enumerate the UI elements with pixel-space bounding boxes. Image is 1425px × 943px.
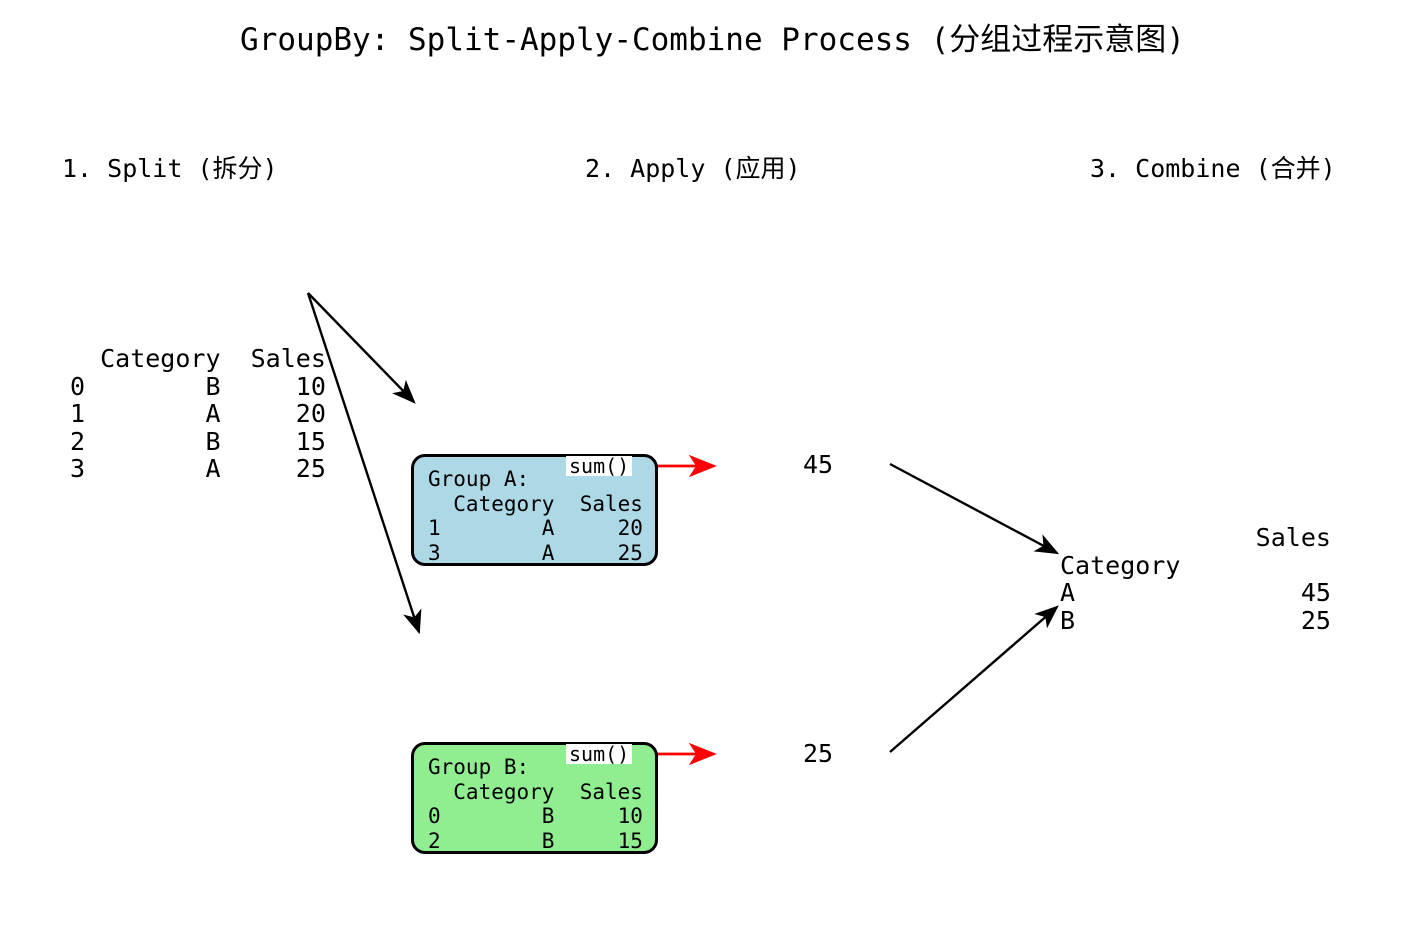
- stage-label-combine: 3. Combine (合并): [1090, 154, 1336, 183]
- stage-label-split: 1. Split (拆分): [62, 154, 278, 183]
- sum-function-label-a: sum(): [566, 456, 633, 476]
- combine-arrow-from-a: [889, 462, 1060, 555]
- group-box-a: Group A: Category Sales 1 A 20 3 A 25: [411, 454, 658, 566]
- aggregate-value-a: 45: [803, 450, 834, 479]
- page-title: GroupBy: Split-Apply-Combine Process (分组…: [240, 22, 1185, 58]
- result-data-table: Sales Category A 45 B 25: [1060, 523, 1331, 635]
- sum-function-label-b: sum(): [566, 744, 633, 764]
- aggregate-value-b: 25: [803, 739, 834, 768]
- stage-label-apply: 2. Apply (应用): [585, 154, 801, 183]
- combine-arrow-from-b: [889, 605, 1059, 753]
- source-data-table: Category Sales 0 B 10 1 A 20 2 B 15 3 A …: [70, 344, 326, 483]
